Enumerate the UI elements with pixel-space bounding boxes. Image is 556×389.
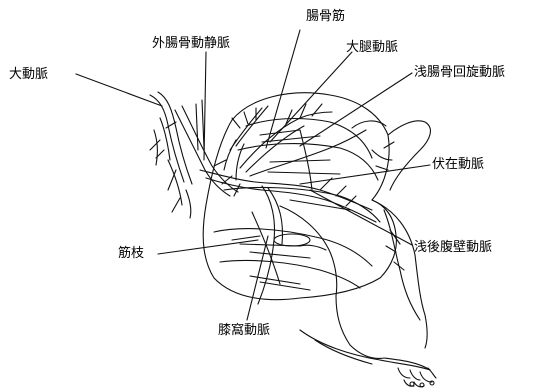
femoral-vessel-network (200, 104, 376, 304)
leader-external-iliac (204, 52, 206, 160)
label-superficial-epigastric-artery: 浅後腹壁動脈 (414, 241, 492, 254)
leader-saphenous (300, 165, 430, 184)
label-external-iliac-artery: 外腸骨動静脈 (152, 37, 230, 50)
thigh-muscles-outline (203, 93, 396, 300)
label-popliteal-artery: 膝窩動脈 (218, 324, 270, 337)
label-ilioinguinal-muscle: 腸骨筋 (306, 10, 345, 23)
label-saphenous-artery: 伏在動脈 (432, 158, 484, 171)
aorta-vessels (150, 92, 238, 218)
label-femoral-artery: 大腿動脈 (346, 41, 398, 54)
leader-muscular-branch (158, 240, 258, 254)
label-muscular-branch: 筋枝 (118, 247, 144, 260)
leader-aorta (76, 74, 162, 106)
foot-outline (300, 330, 436, 387)
label-superficial-circumflex-iliac-artery: 浅腸骨回旋動脈 (414, 66, 505, 79)
label-aorta: 大動脈 (9, 68, 48, 81)
